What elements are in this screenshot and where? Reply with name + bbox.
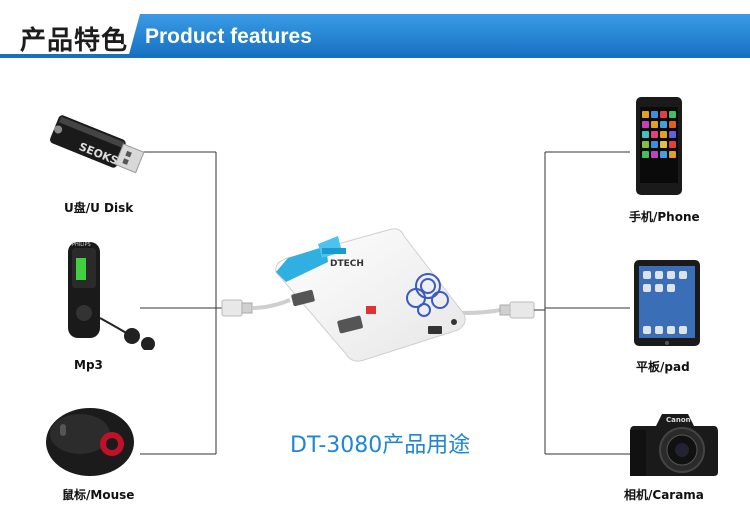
usb-hub-icon: DTECH [275, 228, 466, 362]
camera-logo: Canon [666, 416, 691, 424]
label-camera: 相机/Carama [624, 488, 704, 502]
label-usb-disk: U盘/U Disk [64, 201, 134, 215]
tablet-icon [634, 260, 700, 346]
mp3-logo: PHILIPS [72, 242, 91, 248]
header: 产品特色 Product features [0, 0, 750, 64]
label-mp3: Mp3 [74, 358, 103, 372]
product-usage-title: DT-3080产品用途 [290, 433, 471, 458]
usb-cable-right-icon [461, 301, 545, 319]
section-title-english: Product features [145, 25, 312, 48]
phone-icon [636, 97, 682, 195]
brand-logo: DTECH [330, 259, 364, 269]
usb-flash-drive-icon: SEOKS [50, 115, 145, 174]
mp3-player-icon: PHILIPS [68, 242, 155, 350]
label-mouse: 鼠标/Mouse [62, 488, 135, 502]
section-title-chinese: 产品特色 [20, 26, 129, 56]
header-bar [0, 14, 750, 58]
camera-icon: Canon [630, 414, 718, 476]
label-phone: 手机/Phone [629, 210, 700, 224]
usb-cable-left-icon [221, 298, 291, 317]
label-pad: 平板/pad [636, 360, 690, 374]
mouse-icon [46, 408, 134, 476]
